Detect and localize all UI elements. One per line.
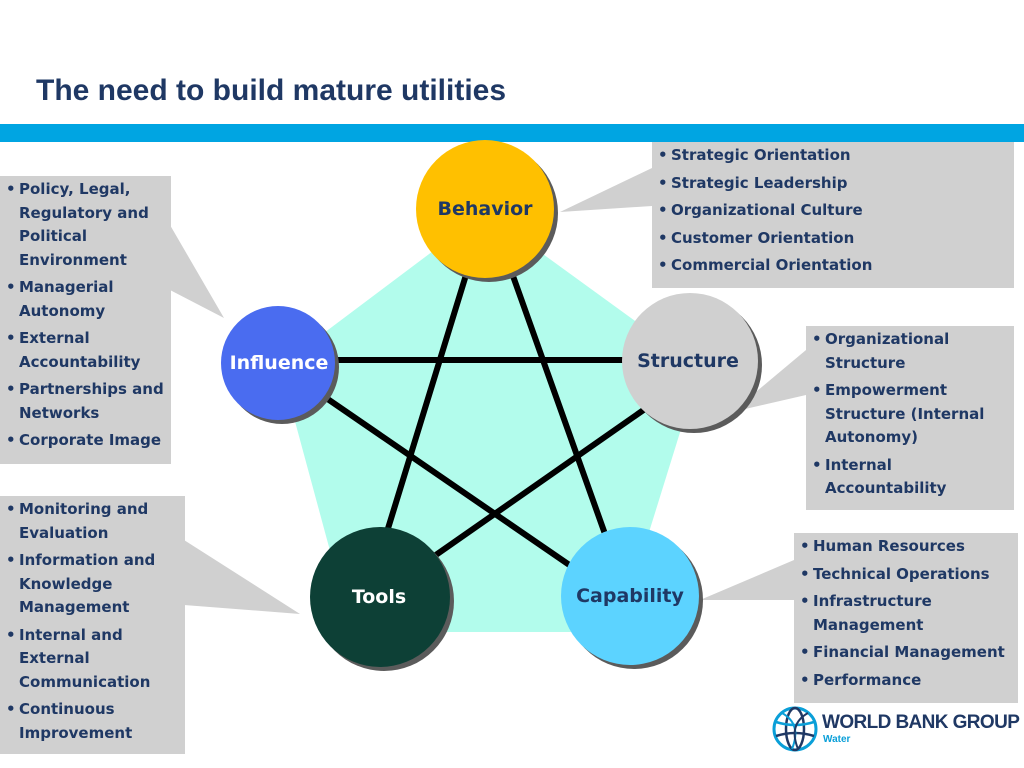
callout-item: External Accountability	[6, 327, 165, 374]
callout-item: Internal and External Communication	[6, 624, 179, 695]
pentagon-shape	[280, 212, 700, 632]
tools-callout-pointer	[184, 540, 300, 614]
structure-callout: Organizational Structure Empowerment Str…	[806, 326, 1014, 510]
capability-callout: Human Resources Technical Operations Inf…	[794, 533, 1018, 703]
callout-item: Corporate Image	[6, 429, 165, 453]
callout-item: Performance	[800, 669, 1012, 693]
callout-item: Empowerment Structure (Internal Autonomy…	[812, 379, 1008, 450]
tools-callout: Monitoring and Evaluation Information an…	[0, 496, 185, 754]
page-title: The need to build mature utilities	[36, 74, 507, 107]
behavior-callout-pointer	[560, 168, 652, 212]
callout-item: Strategic Orientation	[658, 144, 1008, 168]
influence-callout-pointer	[170, 225, 224, 318]
behavior-callout-list: Strategic Orientation Strategic Leadersh…	[658, 144, 1008, 278]
callout-item: Organizational Culture	[658, 199, 1008, 223]
line-behavior-tools	[379, 259, 473, 551]
callout-item: Strategic Leadership	[658, 172, 1008, 196]
line-influence-capability	[297, 377, 603, 589]
influence-label: Influence	[229, 352, 329, 374]
callout-item: Organizational Structure	[812, 328, 1008, 375]
logo-name: WORLD BANK GROUP	[822, 712, 1020, 733]
globe-icon	[772, 706, 818, 752]
behavior-label: Behavior	[437, 198, 533, 220]
node-behavior	[416, 140, 558, 282]
node-structure	[622, 293, 762, 433]
structure-callout-list: Organizational Structure Empowerment Str…	[812, 328, 1008, 501]
callout-item: Partnerships and Networks	[6, 378, 165, 425]
node-tools	[310, 527, 454, 671]
callout-item: Human Resources	[800, 535, 1012, 559]
line-behavior-capability	[505, 259, 613, 551]
callout-item: Commercial Orientation	[658, 254, 1008, 278]
capability-callout-list: Human Resources Technical Operations Inf…	[800, 535, 1012, 692]
influence-callout-list: Policy, Legal, Regulatory and Political …	[6, 178, 165, 453]
callout-item: Managerial Autonomy	[6, 276, 165, 323]
capability-label: Capability	[576, 585, 684, 607]
callout-item: Customer Orientation	[658, 227, 1008, 251]
callout-item: Policy, Legal, Regulatory and Political …	[6, 178, 165, 272]
node-capability	[561, 527, 703, 669]
tools-label: Tools	[351, 586, 407, 608]
node-influence	[221, 306, 339, 424]
callout-item: Information and Knowledge Management	[6, 549, 179, 620]
world-bank-group-logo: WORLD BANK GROUP Water	[770, 704, 1020, 756]
tools-callout-list: Monitoring and Evaluation Information an…	[6, 498, 179, 745]
callout-item: Continuous Improvement	[6, 698, 179, 745]
callout-item: Financial Management	[800, 641, 1012, 665]
logo-subtitle: Water	[823, 734, 851, 745]
behavior-callout: Strategic Orientation Strategic Leadersh…	[652, 142, 1014, 288]
connection-lines	[275, 259, 693, 589]
callout-item: Infrastructure Management	[800, 590, 1012, 637]
influence-callout: Policy, Legal, Regulatory and Political …	[0, 176, 171, 464]
header-band	[0, 124, 1024, 142]
line-structure-tools	[397, 392, 668, 583]
structure-label: Structure	[637, 350, 739, 372]
callout-item: Internal Accountability	[812, 454, 1008, 501]
capability-callout-pointer	[700, 560, 794, 600]
callout-item: Technical Operations	[800, 563, 1012, 587]
callout-item: Monitoring and Evaluation	[6, 498, 179, 545]
